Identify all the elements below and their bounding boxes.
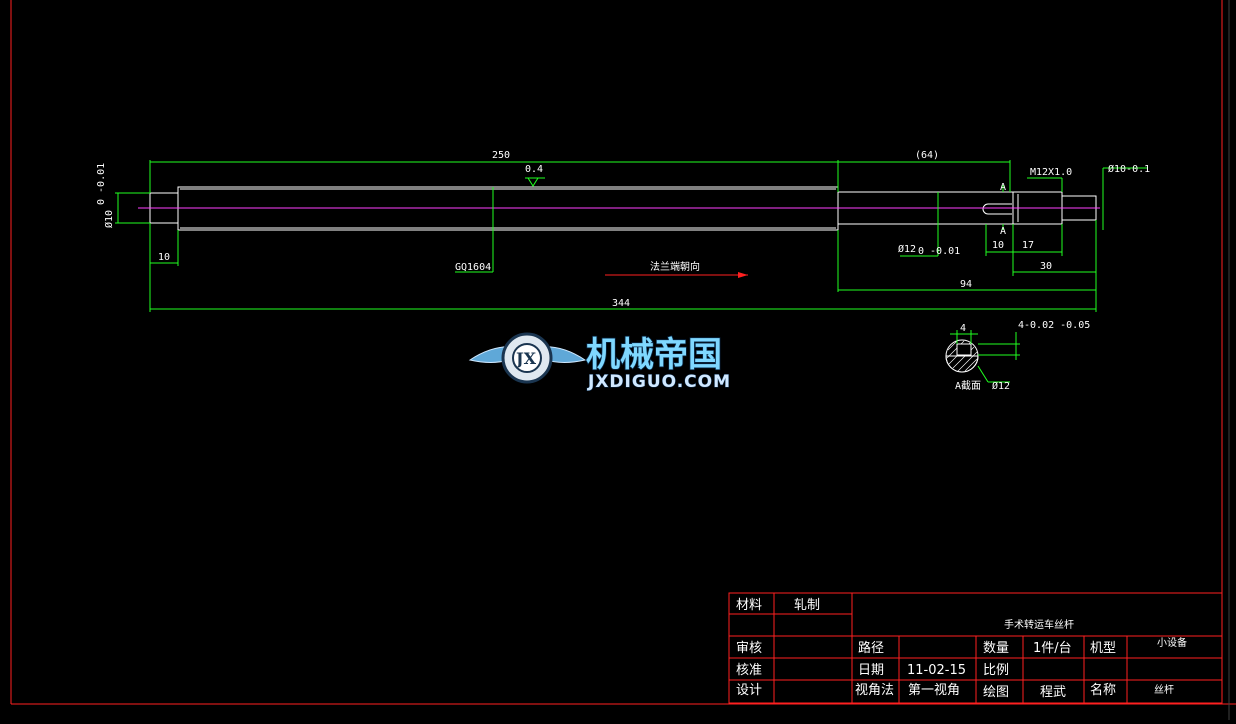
tb-drawn-by: 程武 [1040,685,1066,700]
tb-quantity-label: 数量 [983,641,1009,656]
tb-date-label: 日期 [858,663,884,678]
section-a-view [945,330,1020,383]
dim-dia10-tol: 0 -0.01 [96,163,107,205]
tb-design: 设计 [736,683,762,698]
flange-direction-note: 法兰端朝向 [650,260,700,273]
dim-d10-tol: Ø10-0.1 [1108,163,1150,175]
tb-model-label: 机型 [1090,641,1116,656]
watermark-cn: 机械帝国 [586,335,722,375]
tb-material-label: 材料 [736,598,762,613]
tb-model-value: 小设备 [1157,636,1187,649]
tb-material-value: 轧制 [794,598,820,613]
tb-approve: 核准 [736,663,762,678]
dim-roughness: 0.4 [525,164,543,175]
section-mark-bottom: A [1000,226,1006,237]
dimension-lines [115,160,1148,312]
dim-dia12-tol: 0 -0.01 [918,246,960,257]
tb-drawing-title: 手术转运车丝杆 [1004,618,1074,631]
section-dia12: Ø12 [992,380,1010,392]
drawing-frame [10,0,1236,720]
dim-30: 30 [1040,261,1052,272]
dim-10-left: 10 [158,252,170,263]
dim-94: 94 [960,279,972,290]
tb-review: 审核 [736,641,762,656]
dim-64: (64) [915,150,939,161]
tb-date-value: 11-02-15 [907,663,966,678]
tb-quantity-value: 1件/台 [1033,641,1072,656]
watermark-emblem: JX [514,349,537,368]
tb-view-value: 第一视角 [908,683,960,698]
shaft-outline [138,186,1100,231]
dim-10-right: 10 [992,240,1004,251]
dim-344: 344 [612,298,630,309]
tb-name-label: 名称 [1090,682,1116,698]
watermark-logo: JX 机械帝国 JXDIGUO.COM [468,332,731,393]
dim-dia12: Ø12 [898,243,916,255]
section-mark-top: A [1000,182,1006,193]
dimension-texts: 250 (64) M12X1.0 Ø10-0.1 0.4 Ø10 0 -0.01… [96,150,1150,392]
section-dim-4: 4 [960,323,966,334]
dim-m12: M12X1.0 [1030,167,1072,178]
watermark-en: JXDIGUO.COM [587,372,731,392]
dim-gq1604: GQ1604 [455,262,491,273]
title-block: 材料 轧制 手术转运车丝杆 审核 路径 数量 1件/台 机型 小设备 核准 日期… [728,592,1223,704]
dim-17: 17 [1022,240,1034,251]
tb-view-label: 视角法 [855,683,894,698]
tb-name-value: 丝杆 [1154,684,1174,696]
section-label: A截面 [955,379,981,392]
dim-dia10-left: Ø10 [103,210,115,228]
section-tolerance: 4-0.02 -0.05 [1018,320,1090,331]
tb-drawn: 绘图 [983,685,1009,700]
tb-scale-label: 比例 [983,663,1009,678]
tb-path: 路径 [858,640,884,656]
dim-250: 250 [492,150,510,161]
